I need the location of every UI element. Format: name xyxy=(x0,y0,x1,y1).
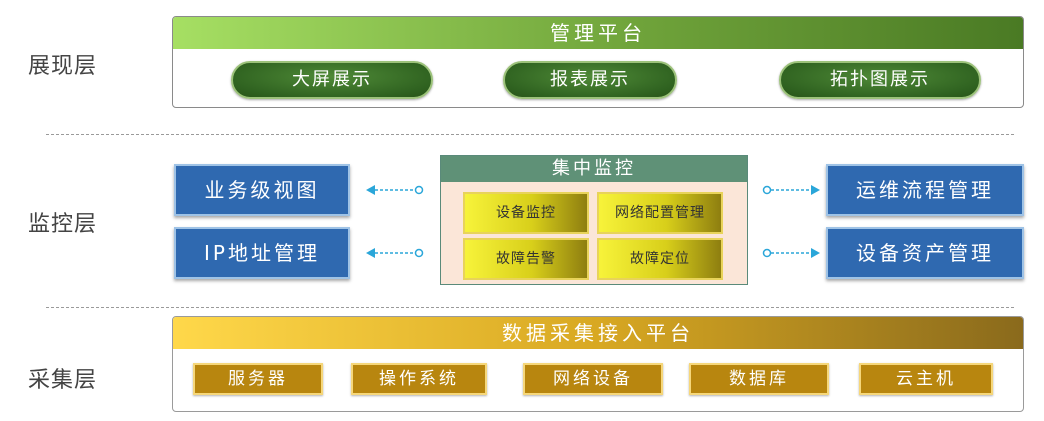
large-screen-display-node: 大屏展示 xyxy=(231,61,433,99)
database-node: 数据库 xyxy=(689,363,829,395)
data-collection-platform-panel: 数据采集接入平台 服务器 操作系统 网络设备 数据库 云主机 xyxy=(172,316,1024,412)
server-node: 服务器 xyxy=(193,363,323,395)
arrow-right-icon xyxy=(762,185,820,195)
business-view-node: 业务级视图 xyxy=(174,164,350,216)
device-monitoring-node: 设备监控 xyxy=(463,192,589,234)
fault-alarm-node: 故障告警 xyxy=(463,238,589,280)
management-platform-header: 管理平台 xyxy=(173,17,1023,49)
layer-divider xyxy=(46,134,1014,135)
report-display-node: 报表展示 xyxy=(503,61,677,99)
operating-system-node: 操作系统 xyxy=(351,363,487,395)
centralized-monitoring-header: 集中监控 xyxy=(441,156,747,182)
layer-label-monitoring: 监控层 xyxy=(28,212,98,237)
layer-label-collection: 采集层 xyxy=(28,368,98,393)
arrow-left-icon xyxy=(366,248,424,258)
fault-location-node: 故障定位 xyxy=(597,238,723,280)
cloud-host-node: 云主机 xyxy=(859,363,993,395)
ip-management-node: IP地址管理 xyxy=(174,227,350,279)
layer-divider xyxy=(46,307,1014,308)
centralized-monitoring-panel: 集中监控 设备监控 网络配置管理 故障告警 故障定位 xyxy=(440,155,748,285)
network-config-node: 网络配置管理 xyxy=(597,192,723,234)
network-device-node: 网络设备 xyxy=(523,363,663,395)
arrow-left-icon xyxy=(366,185,424,195)
data-collection-header: 数据采集接入平台 xyxy=(173,317,1023,349)
management-platform-panel: 管理平台 大屏展示 报表展示 拓扑图展示 xyxy=(172,16,1024,108)
topology-display-node: 拓扑图展示 xyxy=(779,61,981,99)
arrow-right-icon xyxy=(762,248,820,258)
ops-process-node: 运维流程管理 xyxy=(826,164,1024,216)
layer-label-presentation: 展现层 xyxy=(28,54,98,79)
asset-management-node: 设备资产管理 xyxy=(826,227,1024,279)
